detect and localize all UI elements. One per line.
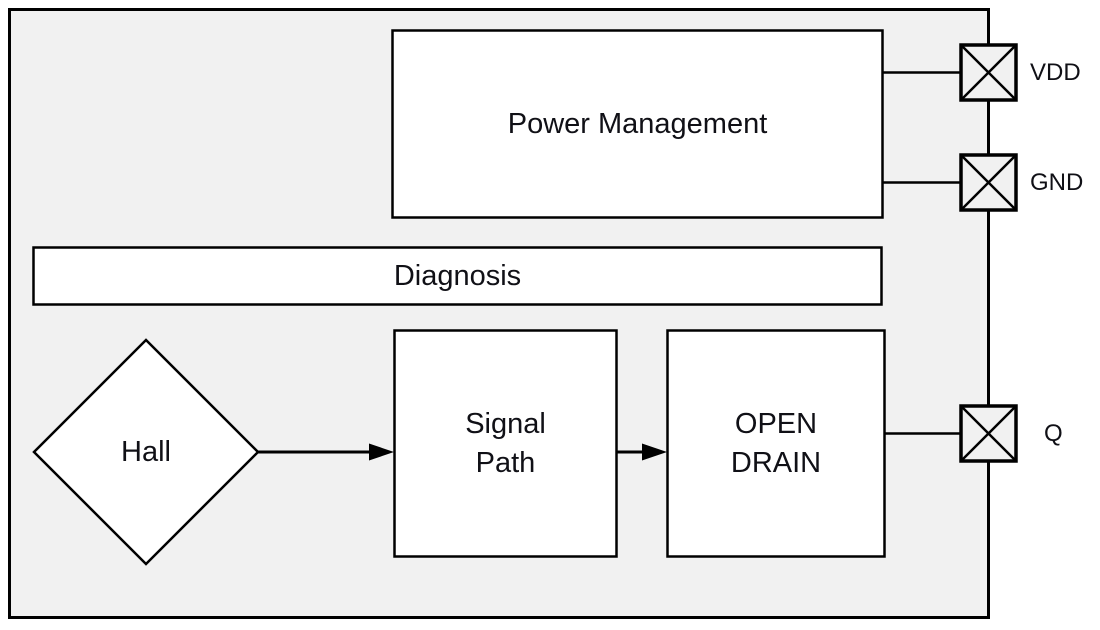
open-drain-box (666, 329, 886, 558)
vdd-pin-icon (959, 43, 1018, 102)
arrow-head-icon (642, 443, 667, 461)
arrow-head-icon (369, 443, 394, 461)
power-management-box (391, 29, 884, 219)
gnd-pin-cross (960, 154, 1017, 211)
q-pin-cross (960, 405, 1017, 462)
signal-path-box (393, 329, 618, 558)
hall-diamond (32, 338, 260, 566)
gnd-pin-icon (959, 153, 1018, 212)
hall-to-signal-path-arrow (258, 443, 394, 461)
q-pin-icon (959, 404, 1018, 463)
diagnosis-box (32, 246, 883, 306)
signal-path-to-open-drain-arrow (616, 443, 667, 461)
vdd-pin-cross (960, 44, 1017, 101)
